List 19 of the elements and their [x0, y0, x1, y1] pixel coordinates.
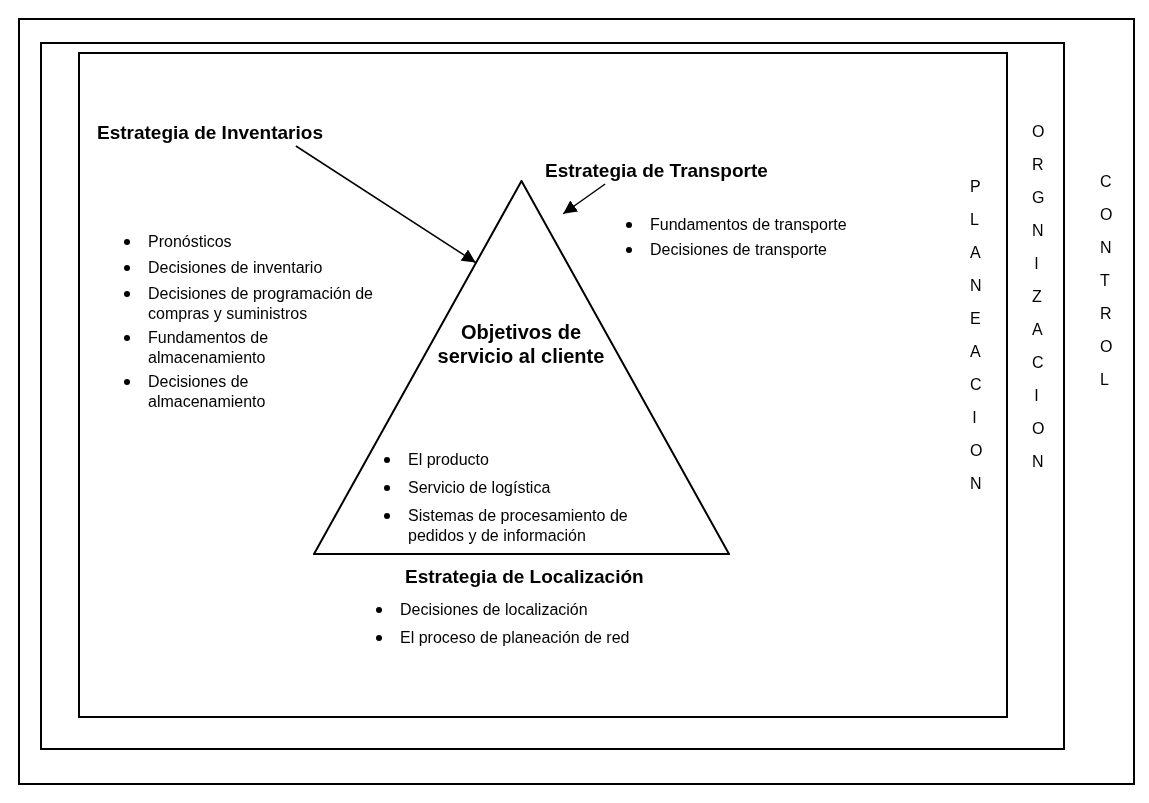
- frame-box: [18, 18, 1135, 785]
- arrow: [562, 183, 606, 215]
- list-item: El proceso de planeación de red: [400, 629, 630, 646]
- list-item: Sistemas de procesamiento de pedidos y de información: [408, 507, 628, 544]
- list-item: Servicio de logística: [408, 479, 551, 496]
- list-item: Decisiones de almacenamiento: [148, 373, 266, 410]
- list-item: Fundamentos de transporte: [650, 216, 847, 233]
- list-item: Decisiones de inventario: [148, 259, 323, 276]
- heading-text: Objetivos de servicio al cliente: [436, 320, 606, 368]
- list-item: Decisiones de programación de compras y suministros: [148, 285, 373, 322]
- list-item: Decisiones de transporte: [650, 241, 827, 258]
- heading-text: Estrategia de Inventarios: [97, 122, 323, 144]
- heading-text: Estrategia de Transporte: [545, 160, 768, 182]
- list-item: Decisiones de localización: [400, 601, 588, 618]
- list-item: El producto: [408, 451, 489, 468]
- heading-text: Estrategia de Localización: [405, 566, 644, 588]
- list-item: Pronósticos: [148, 233, 232, 250]
- list-item: Fundamentos de almacenamiento: [148, 329, 269, 366]
- arrow: [295, 145, 477, 264]
